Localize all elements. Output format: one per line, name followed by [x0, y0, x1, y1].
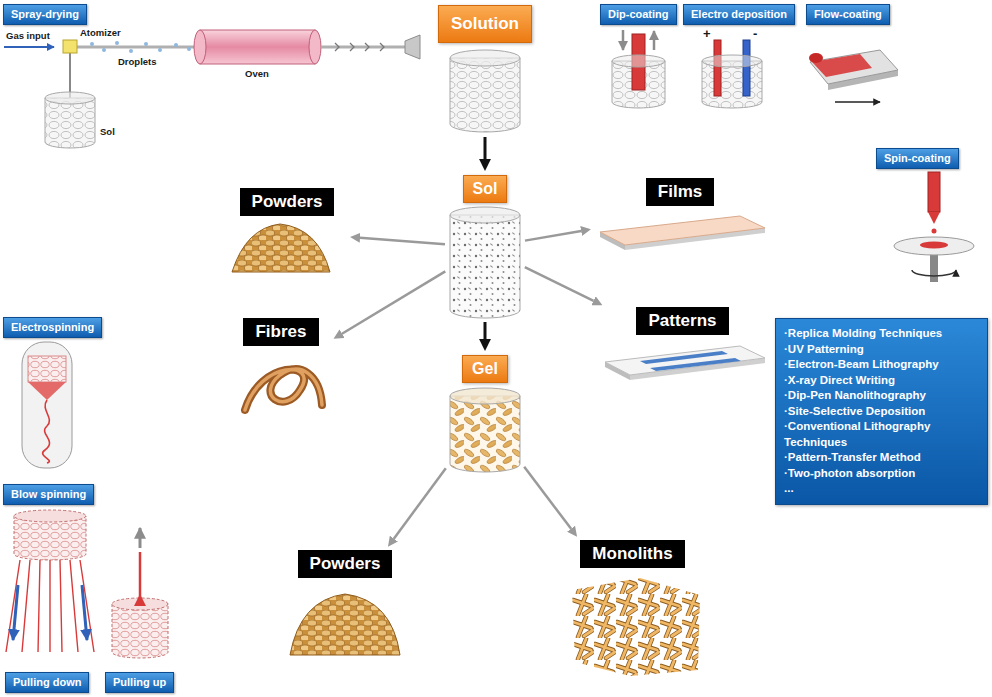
method-name: Blow spinning	[3, 484, 94, 505]
flow-arrow	[484, 322, 487, 339]
technique-item: ·Two-photon absorption	[784, 466, 979, 482]
product-name: Films	[646, 178, 714, 206]
method-name: Electrospinning	[3, 317, 102, 338]
technique-item: ·Dip-Pen Nanolithography	[784, 388, 979, 404]
flow-arrow	[484, 137, 487, 159]
product-label: Films	[595, 178, 765, 250]
method-tag: Electro deposition	[683, 4, 795, 25]
product-label: Powders	[285, 550, 405, 660]
stage-label: Solution	[436, 5, 534, 135]
technique-item: ·Site-Selective Deposition	[784, 404, 979, 420]
product-name: Fibres	[243, 318, 318, 346]
technique-item: ·Pattern-Transfer Method	[784, 450, 979, 466]
part-label: Droplets	[118, 56, 157, 67]
technique-item: ·X-ray Direct Writing	[784, 373, 979, 389]
product-label: Powders	[228, 188, 346, 276]
method-name: Pulling down	[5, 672, 89, 693]
method-name: Pulling up	[105, 672, 174, 693]
flow-arrow	[360, 238, 445, 245]
method-name: Flow-coating	[806, 4, 890, 25]
part-label: Oven	[245, 68, 269, 79]
flow-arrow	[524, 467, 571, 529]
technique-item: ·UV Patterning	[784, 342, 979, 358]
product-name: Monoliths	[580, 540, 684, 568]
technique-item: ...	[784, 481, 979, 497]
flow-arrow	[394, 468, 446, 539]
stage-label: Gel	[447, 355, 523, 475]
part-label: -	[753, 26, 757, 42]
product-name: Patterns	[636, 307, 728, 335]
method-tag: Pulling up	[105, 672, 174, 693]
part-label: +	[703, 26, 711, 42]
product-label: Fibres	[232, 318, 330, 423]
method-tag: Flow-coating	[806, 4, 890, 25]
flow-arrow	[525, 267, 594, 301]
method-tag: Spray-drying	[3, 4, 87, 25]
product-name: Powders	[240, 188, 335, 216]
technique-item: ·Electron-Beam Lithography	[784, 357, 979, 373]
stage-name: Solution	[438, 5, 532, 43]
method-tag: Pulling down	[5, 672, 89, 693]
product-label: Monoliths	[560, 540, 705, 680]
method-tag: Electrospinning	[3, 317, 102, 338]
stage-label: Sol	[447, 175, 523, 320]
flow-arrow	[525, 231, 581, 241]
method-name: Spray-drying	[3, 4, 87, 25]
product-label: Patterns	[600, 307, 765, 382]
part-label: Sol	[100, 126, 115, 137]
product-name: Powders	[298, 550, 393, 578]
stage-name: Gel	[462, 355, 508, 383]
method-name: Spin-coating	[876, 148, 959, 169]
method-tag: Dip-coating	[600, 4, 677, 25]
technique-list: ·Replica Molding Techniques·UV Patternin…	[775, 318, 988, 505]
flow-arrow	[342, 271, 445, 333]
method-tag: Blow spinning	[3, 484, 94, 505]
technique-item: ·Replica Molding Techniques	[784, 326, 979, 342]
method-tag: Spin-coating	[876, 148, 959, 169]
part-label: Gas input	[6, 30, 50, 41]
technique-item: ·Conventional Lithography Techniques	[784, 419, 979, 450]
stage-name: Sol	[463, 175, 508, 203]
part-label: Atomizer	[80, 27, 121, 38]
method-name: Electro deposition	[683, 4, 795, 25]
method-name: Dip-coating	[600, 4, 677, 25]
